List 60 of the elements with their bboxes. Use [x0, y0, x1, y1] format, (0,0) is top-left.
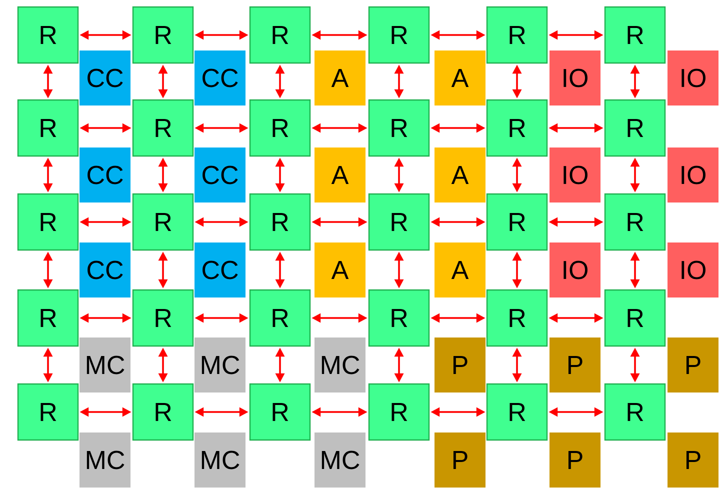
router-box: R	[368, 289, 430, 347]
labeled-tile: MC	[314, 432, 366, 488]
router-box: R	[486, 99, 548, 157]
labeled-tile: A	[434, 50, 486, 106]
labeled-tile: CC	[80, 148, 130, 202]
router-box: R	[368, 99, 430, 157]
router-box: R	[17, 99, 79, 157]
labeled-tile: CC	[194, 242, 246, 298]
labeled-tile: A	[434, 242, 486, 298]
router-box: R	[604, 99, 666, 157]
labeled-tile: A	[314, 148, 366, 202]
router-box: R	[604, 193, 666, 251]
router-box: R	[17, 289, 79, 347]
labeled-tile: CC	[80, 50, 130, 106]
labeled-tile: A	[314, 242, 366, 298]
router-box: R	[604, 289, 666, 347]
labeled-tile: IO	[550, 242, 600, 298]
router-box: R	[249, 193, 311, 251]
router-box: R	[249, 383, 311, 441]
router-box: R	[17, 383, 79, 441]
labeled-tile: MC	[80, 338, 130, 392]
router-box: R	[486, 193, 548, 251]
labeled-tile: IO	[668, 50, 718, 106]
router-box: R	[17, 193, 79, 251]
labeled-tile: MC	[194, 338, 246, 392]
router-box: R	[486, 289, 548, 347]
router-box: R	[132, 6, 194, 64]
labeled-tile: MC	[80, 432, 130, 488]
router-box: R	[486, 6, 548, 64]
labeled-tile: CC	[194, 50, 246, 106]
router-box: R	[132, 193, 194, 251]
router-box: R	[132, 289, 194, 347]
router-box: R	[249, 289, 311, 347]
router-box: R	[368, 6, 430, 64]
router-box: R	[249, 6, 311, 64]
labeled-tile: MC	[314, 338, 366, 392]
labeled-tile: P	[550, 432, 600, 488]
router-box: R	[17, 6, 79, 64]
labeled-tile: CC	[80, 242, 130, 298]
labeled-tile: P	[434, 432, 486, 488]
router-box: R	[486, 383, 548, 441]
router-box: R	[132, 383, 194, 441]
router-box: R	[249, 99, 311, 157]
labeled-tile: IO	[550, 148, 600, 202]
labeled-tile: IO	[668, 148, 718, 202]
labeled-tile: P	[668, 432, 718, 488]
router-box: R	[368, 193, 430, 251]
router-box: R	[132, 99, 194, 157]
labeled-tile: A	[434, 148, 486, 202]
labeled-tile: A	[314, 50, 366, 106]
router-box: R	[368, 383, 430, 441]
labeled-tile: P	[668, 338, 718, 392]
labeled-tile: IO	[550, 50, 600, 106]
labeled-tile: IO	[668, 242, 718, 298]
router-box: R	[604, 383, 666, 441]
labeled-tile: CC	[194, 148, 246, 202]
router-box: R	[604, 6, 666, 64]
labeled-tile: P	[550, 338, 600, 392]
labeled-tile: P	[434, 338, 486, 392]
labeled-tile: MC	[194, 432, 246, 488]
